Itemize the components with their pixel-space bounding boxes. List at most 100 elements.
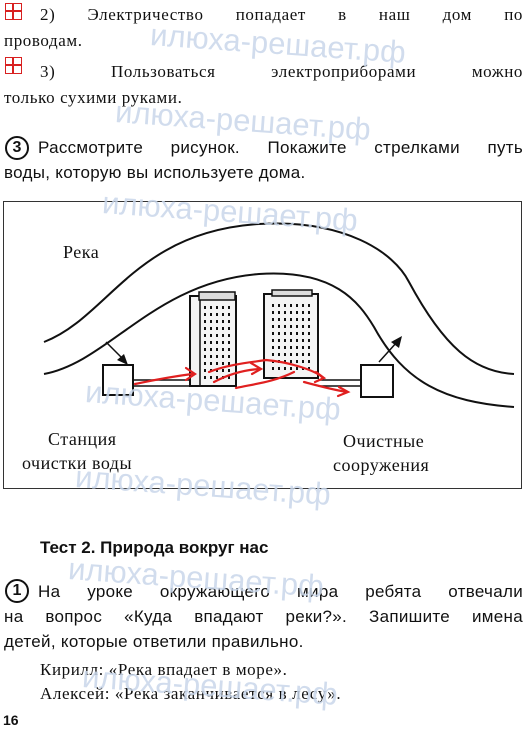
window-mark	[284, 318, 286, 321]
window-mark	[272, 367, 274, 370]
test-title: Тест 2. Природа вокруг нас	[40, 538, 269, 557]
window-mark	[272, 332, 274, 335]
window-mark	[204, 306, 206, 309]
window-mark	[302, 318, 304, 321]
window-mark	[302, 332, 304, 335]
window-mark	[222, 313, 224, 316]
window-mark	[216, 320, 218, 323]
window-mark	[278, 353, 280, 356]
window-mark	[228, 362, 230, 365]
window-mark	[284, 353, 286, 356]
statement-2-line1: 2) Электричество попадает в наш дом по	[40, 5, 523, 24]
window-mark	[284, 304, 286, 307]
window-mark	[296, 346, 298, 349]
window-mark	[222, 320, 224, 323]
question-number-badge: 1	[5, 579, 29, 603]
window-mark	[308, 332, 310, 335]
station-label-line2: очистки воды	[22, 453, 133, 473]
pipe-in	[133, 379, 190, 387]
window-mark	[284, 311, 286, 314]
window-mark	[210, 362, 212, 365]
window-mark	[204, 320, 206, 323]
window-mark	[290, 311, 292, 314]
window-mark	[204, 313, 206, 316]
window-mark	[204, 355, 206, 358]
window-mark	[210, 348, 212, 351]
window-mark	[290, 318, 292, 321]
window-mark	[216, 369, 218, 372]
window-mark	[204, 327, 206, 330]
building-windows	[204, 304, 310, 379]
window-mark	[278, 318, 280, 321]
treatment-label-line2: сооружения	[333, 455, 430, 475]
window-mark	[284, 360, 286, 363]
window-mark	[302, 311, 304, 314]
window-mark	[210, 313, 212, 316]
window-mark	[296, 360, 298, 363]
window-mark	[216, 355, 218, 358]
window-mark	[278, 346, 280, 349]
window-mark	[222, 369, 224, 372]
window-mark	[296, 367, 298, 370]
page-number: 16	[3, 712, 19, 728]
window-mark	[204, 348, 206, 351]
window-mark	[284, 325, 286, 328]
window-mark	[296, 304, 298, 307]
window-mark	[228, 313, 230, 316]
treatment-plant-box	[360, 364, 394, 398]
window-mark	[290, 304, 292, 307]
window-mark	[308, 311, 310, 314]
window-mark	[210, 306, 212, 309]
answer-kirill: Кирилл: «Река впадает в море».	[40, 660, 288, 679]
window-mark	[296, 311, 298, 314]
question-1-line3: детей, которые ответили правильно.	[4, 632, 304, 651]
task-3-line2: воды, которую вы используете дома.	[4, 163, 306, 182]
window-mark	[290, 325, 292, 328]
window-mark	[228, 376, 230, 379]
window-mark	[308, 325, 310, 328]
window-mark	[204, 369, 206, 372]
window-mark	[284, 346, 286, 349]
window-mark	[222, 348, 224, 351]
window-mark	[210, 334, 212, 337]
window-mark	[302, 339, 304, 342]
window-mark	[228, 348, 230, 351]
window-mark	[278, 311, 280, 314]
window-mark	[296, 318, 298, 321]
intake-arrow-head	[117, 354, 128, 365]
pipe-out	[318, 379, 361, 387]
window-mark	[296, 353, 298, 356]
window-mark	[216, 348, 218, 351]
window-mark	[228, 320, 230, 323]
window-mark	[296, 339, 298, 342]
river-bank-upper	[43, 222, 515, 375]
window-mark	[216, 376, 218, 379]
window-mark	[228, 334, 230, 337]
window-mark	[228, 341, 230, 344]
question-1-line2: на вопрос «Куда впадают реки?». Запишите…	[4, 607, 523, 626]
window-mark	[222, 355, 224, 358]
plus-mark-icon	[5, 57, 22, 74]
window-mark	[308, 360, 310, 363]
task-number-badge: 3	[5, 136, 29, 160]
window-mark	[278, 304, 280, 307]
window-mark	[204, 334, 206, 337]
window-mark	[272, 325, 274, 328]
window-mark	[302, 304, 304, 307]
window-mark	[216, 341, 218, 344]
statement-2-line2: проводам.	[4, 31, 83, 50]
window-mark	[302, 360, 304, 363]
window-mark	[308, 367, 310, 370]
river-bank-lower	[43, 272, 515, 408]
outlet-arrow-head	[391, 336, 402, 348]
window-mark	[278, 332, 280, 335]
window-mark	[278, 367, 280, 370]
window-mark	[296, 332, 298, 335]
window-mark	[210, 355, 212, 358]
treatment-label-line1: Очистные	[343, 431, 425, 451]
window-mark	[296, 325, 298, 328]
window-mark	[272, 311, 274, 314]
window-mark	[222, 334, 224, 337]
task-3-line1: Рассмотрите рисунок. Покажите стрелками …	[38, 138, 523, 157]
window-mark	[290, 360, 292, 363]
